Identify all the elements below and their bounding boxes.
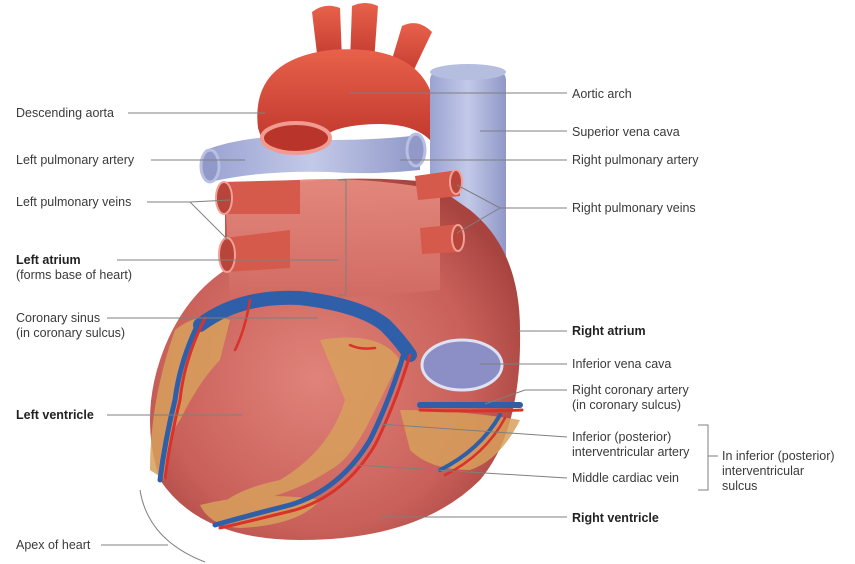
right-pulmonary-veins bbox=[415, 169, 465, 254]
left-pulmonary-veins bbox=[215, 180, 300, 273]
label-right-pulmonary-artery: Right pulmonary artery bbox=[572, 153, 699, 167]
label-right-coronary-artery: Right coronary artery (in coronary sulcu… bbox=[572, 383, 689, 413]
label-aortic-arch: Aortic arch bbox=[572, 87, 632, 101]
label-coronary-sinus: Coronary sinus (in coronary sulcus) bbox=[16, 311, 125, 341]
label-inferior-interventricular-artery: Inferior (posterior) interventricular ar… bbox=[572, 430, 689, 460]
label-left-pulmonary-artery: Left pulmonary artery bbox=[16, 153, 135, 167]
label-right-ventricle: Right ventricle bbox=[572, 511, 659, 525]
pulmonary-artery bbox=[205, 135, 420, 182]
label-right-coronary-artery-title: Right coronary artery bbox=[572, 383, 689, 397]
bracket-label-line3: sulcus bbox=[722, 479, 758, 493]
label-left-atrium-title: Left atrium bbox=[16, 253, 81, 267]
label-apex-of-heart: Apex of heart bbox=[16, 538, 91, 552]
label-coronary-sinus-title: Coronary sinus bbox=[16, 311, 101, 325]
bracket-label-line1: In inferior (posterior) bbox=[722, 449, 835, 463]
label-left-pulmonary-veins: Left pulmonary veins bbox=[16, 195, 132, 209]
inferior-vena-cava bbox=[420, 338, 504, 392]
label-right-pulmonary-veins: Right pulmonary veins bbox=[572, 201, 696, 215]
leader-lines bbox=[101, 92, 718, 563]
coronary-sinus bbox=[193, 290, 417, 362]
label-left-atrium-note: (forms base of heart) bbox=[16, 268, 133, 282]
descending-aorta-opening bbox=[260, 121, 332, 155]
label-inferior-vena-cava: Inferior vena cava bbox=[572, 357, 672, 371]
label-middle-cardiac-vein: Middle cardiac vein bbox=[572, 471, 679, 485]
aortic-arch bbox=[257, 49, 430, 140]
label-interventricular-sulcus-group: In inferior (posterior) interventricular… bbox=[722, 449, 835, 494]
label-iia-line2: interventricular artery bbox=[572, 445, 690, 459]
label-iia-line1: Inferior (posterior) bbox=[572, 430, 672, 444]
label-right-atrium: Right atrium bbox=[572, 324, 646, 338]
bracket-label-line2: interventricular bbox=[722, 464, 804, 478]
label-left-atrium: Left atrium (forms base of heart) bbox=[16, 253, 132, 283]
label-left-ventricle: Left ventricle bbox=[16, 408, 94, 422]
label-coronary-sinus-note: (in coronary sulcus) bbox=[16, 326, 126, 340]
label-right-coronary-artery-note: (in coronary sulcus) bbox=[572, 398, 682, 412]
label-descending-aorta: Descending aorta bbox=[16, 106, 114, 120]
label-superior-vena-cava: Superior vena cava bbox=[572, 125, 680, 139]
